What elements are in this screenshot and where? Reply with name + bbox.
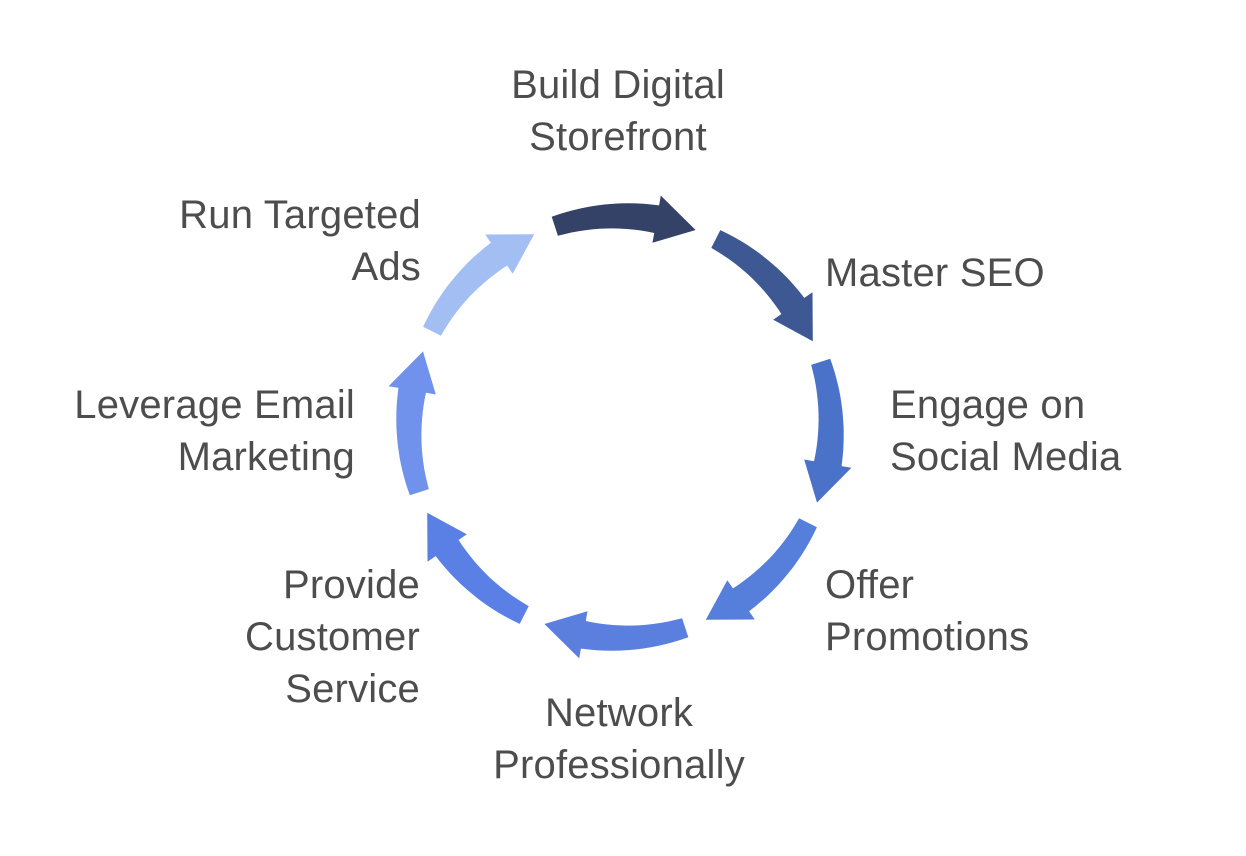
cycle-arrow-leverage-email-marketing [388, 351, 436, 496]
cycle-arrow-run-targeted-ads [423, 234, 535, 336]
step-label-offer-promotions: Offer Promotions [825, 563, 1030, 659]
step-label-master-seo: Master SEO [825, 251, 1045, 295]
cycle-arrow-network-professionally [544, 611, 689, 659]
cycle-arrow-offer-promotions [705, 518, 817, 620]
step-label-network-professionally: Network Professionally [493, 691, 745, 787]
cycle-arrow-engage-on-social-media [804, 358, 852, 503]
step-label-provide-customer-service: Provide Customer Service [245, 563, 420, 711]
cycle-arrow-master-seo [711, 230, 813, 342]
cycle-arrow-provide-customer-service [427, 512, 529, 624]
step-label-engage-on-social-media: Engage on Social Media [890, 383, 1122, 479]
step-label-leverage-email-marketing: Leverage Email Marketing [74, 383, 355, 479]
cycle-arrow-build-digital-storefront [551, 195, 696, 243]
step-label-run-targeted-ads: Run Targeted Ads [179, 193, 421, 289]
step-label-build-digital-storefront: Build Digital Storefront [511, 63, 725, 159]
